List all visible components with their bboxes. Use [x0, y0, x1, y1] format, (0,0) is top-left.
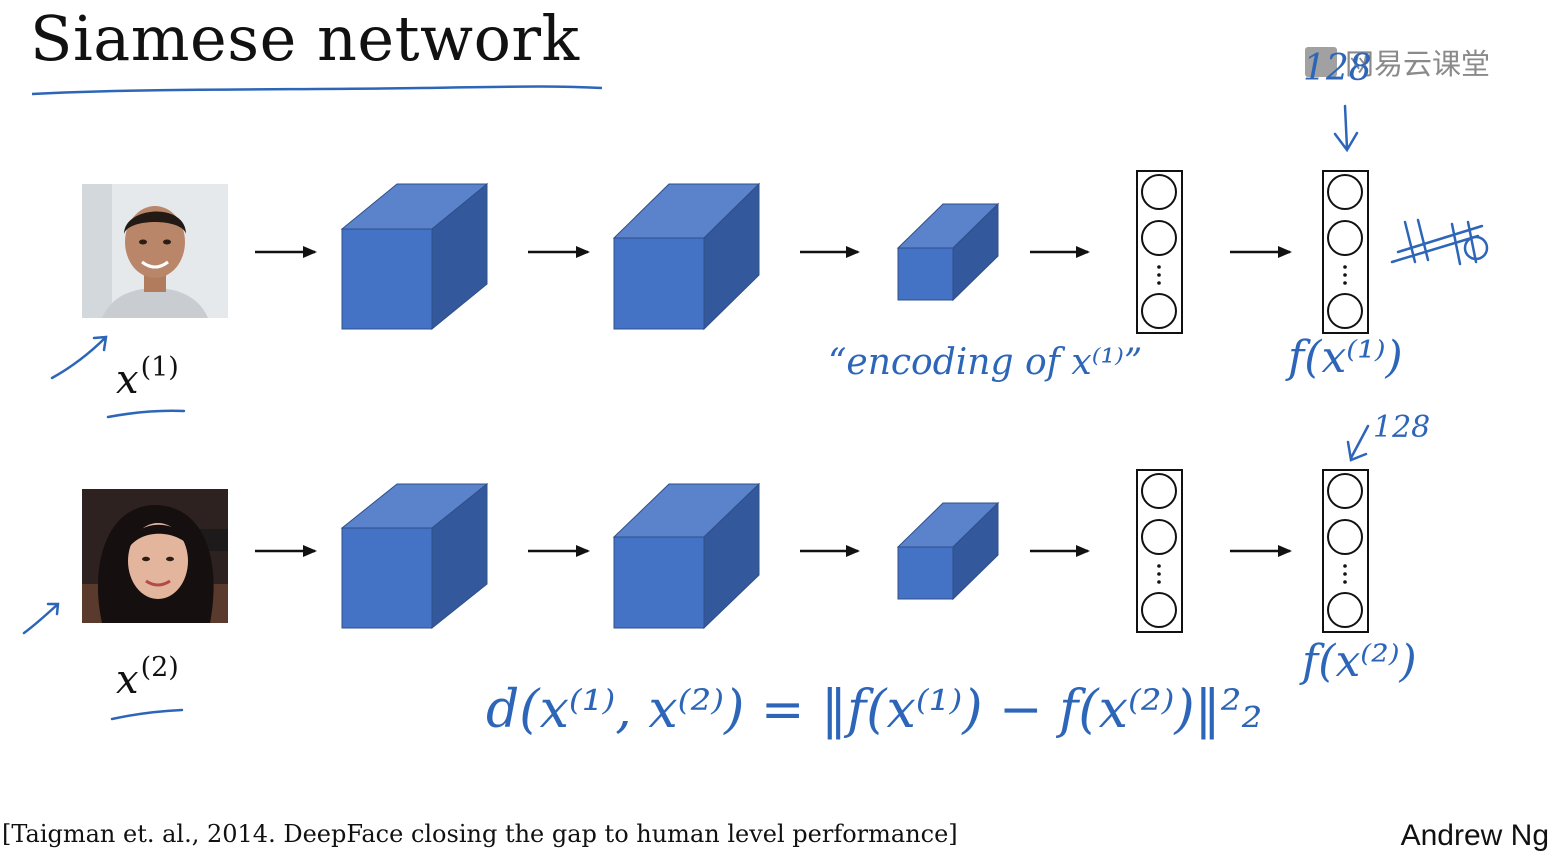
network-row-2	[255, 469, 1369, 633]
handwritten-marks	[22, 104, 1489, 721]
conv-block-small	[896, 202, 1000, 302]
input-face-image-2	[82, 489, 228, 623]
down-arrow-top	[1333, 104, 1359, 153]
encoding-layer-1	[1322, 170, 1369, 334]
input-label-x1: x(1)	[116, 352, 179, 403]
neuron-circle-icon	[1327, 592, 1363, 628]
watermark-logo-icon	[1305, 47, 1337, 77]
neuron-circle-icon	[1327, 473, 1363, 509]
down-arrow-bottom	[1346, 424, 1370, 462]
conv-block-small	[896, 501, 1000, 601]
input-label-x2-base: x	[116, 657, 139, 703]
scribble-mark	[1390, 218, 1484, 266]
encoding-note: “encoding of x⁽¹⁾”	[828, 342, 1143, 383]
neuron-circle-icon	[1141, 293, 1177, 329]
neuron-circle-icon	[1141, 519, 1177, 555]
encoding-f-x1: f(x⁽¹⁾)	[1288, 332, 1403, 383]
distance-formula: d(x⁽¹⁾, x⁽²⁾) = ‖f(x⁽¹⁾) − f(x⁽²⁾)‖²₂	[486, 680, 1263, 740]
conv-block-large-1	[340, 482, 489, 630]
neuron-circle-icon	[1327, 519, 1363, 555]
scribble-circle	[1463, 235, 1489, 261]
neuron-circle-icon	[1327, 293, 1363, 329]
pointer-arrow-x2	[22, 602, 60, 635]
pointer-arrow-x1	[50, 335, 108, 380]
encoding-layer-2	[1322, 469, 1369, 633]
underline-x2	[110, 708, 184, 721]
conv-block-large-1	[340, 182, 489, 331]
fc-layer-2	[1136, 469, 1183, 633]
input-label-x1-base: x	[116, 357, 139, 403]
citation: [Taigman et. al., 2014. DeepFace closing…	[2, 820, 958, 848]
author-name: Andrew Ng	[1400, 819, 1549, 852]
conv-block-large-2	[612, 482, 761, 630]
encoding-f-x2: f(x⁽²⁾)	[1302, 636, 1417, 687]
input-face-image-1	[82, 184, 228, 318]
input-label-x1-superscript: (1)	[140, 352, 179, 383]
input-label-x2: x(2)	[116, 652, 179, 703]
watermark-text: 网易云课堂	[1345, 47, 1491, 81]
neuron-circle-icon	[1141, 174, 1177, 210]
dimension-note-bottom: 128	[1373, 410, 1431, 445]
title-underline	[31, 85, 603, 96]
neuron-circle-icon	[1327, 220, 1363, 256]
neuron-circle-icon	[1327, 174, 1363, 210]
network-row-1	[255, 170, 1369, 334]
neuron-circle-icon	[1141, 473, 1177, 509]
ellipsis-icon	[1157, 564, 1161, 584]
dimension-note-top: 128	[1303, 48, 1372, 89]
underline-x1	[106, 409, 186, 419]
neuron-circle-icon	[1141, 592, 1177, 628]
input-label-x2-superscript: (2)	[140, 652, 179, 683]
conv-block-large-2	[612, 182, 761, 331]
ellipsis-icon	[1157, 265, 1161, 285]
watermark: 网易云课堂	[1305, 44, 1491, 81]
neuron-circle-icon	[1141, 220, 1177, 256]
ellipsis-icon	[1343, 564, 1347, 584]
fc-layer-1	[1136, 170, 1183, 334]
page-title: Siamese network	[30, 2, 580, 75]
ellipsis-icon	[1343, 265, 1347, 285]
